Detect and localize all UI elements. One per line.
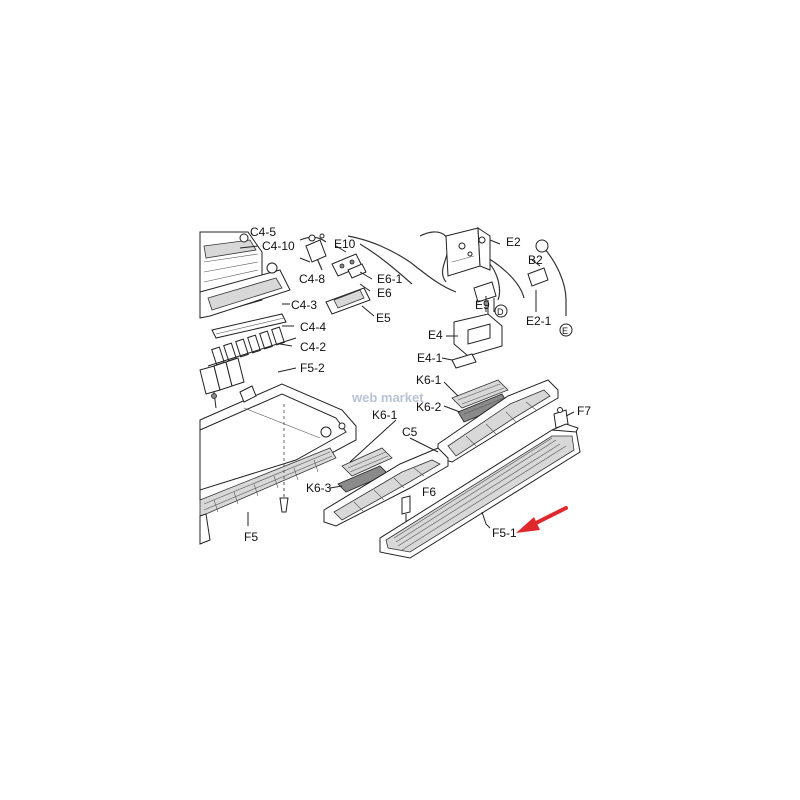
control-box-e2 (445, 227, 491, 277)
label-c4-8: C4-8 (299, 272, 325, 286)
label-c5: C5 (402, 425, 418, 439)
terminal-e9 (473, 281, 497, 312)
clip-f7 (553, 407, 569, 429)
label-k6-1-top: K6-1 (416, 373, 442, 387)
label-e9: E9 (475, 298, 490, 312)
side-vanes (199, 357, 245, 409)
grille-frame-c5 (323, 447, 449, 527)
label-e5: E5 (376, 311, 391, 325)
label-b2: B2 (528, 253, 543, 267)
filter-k6-1-top (451, 379, 509, 409)
label-e6-1: E6-1 (377, 272, 403, 286)
front-grille-f5-1 (379, 423, 581, 559)
plate-e4-1 (451, 353, 477, 369)
terminal-e-marker (559, 323, 573, 337)
board-e5 (325, 287, 371, 315)
label-c4-10: C4-10 (262, 239, 295, 253)
label-e4-1: E4-1 (417, 351, 443, 365)
leader-lines (239, 239, 575, 529)
label-d: D (497, 307, 504, 317)
label-c4-3: C4-3 (291, 298, 317, 312)
label-f5-1: F5-1 (492, 526, 517, 540)
label-e10: E10 (334, 237, 356, 251)
red-pointer-arrow (516, 506, 568, 533)
label-f6: F6 (422, 485, 436, 499)
label-e: E (562, 326, 568, 336)
watermark: web market (351, 390, 424, 405)
terminal-e6 (331, 253, 367, 279)
front-panel-frame (199, 383, 357, 501)
label-e2: E2 (506, 235, 521, 249)
filter-k6-1-mid (341, 447, 393, 477)
label-k6-2: K6-2 (416, 400, 442, 414)
label-f7: F7 (577, 404, 591, 418)
louver-assembly (207, 313, 297, 367)
terminal-d-marker (494, 304, 508, 318)
clip-f6 (401, 495, 411, 522)
front-grille-f5 (199, 447, 337, 545)
label-k6-3: K6-3 (306, 481, 332, 495)
label-c4-2: C4-2 (300, 340, 326, 354)
label-c4-4: C4-4 (300, 320, 326, 334)
component-c4-8 (305, 233, 327, 263)
bracket-e4 (453, 300, 503, 357)
label-c4-5: C4-5 (250, 225, 276, 239)
label-f5-2: F5-2 (300, 361, 325, 375)
sensor-b2 (527, 239, 549, 287)
label-k6-1-mid: K6-1 (372, 408, 398, 422)
label-e2-1: E2-1 (526, 314, 552, 328)
label-e4: E4 (428, 328, 443, 342)
label-e6: E6 (377, 286, 392, 300)
unit-body-upper (199, 231, 291, 319)
label-f5: F5 (244, 530, 258, 544)
